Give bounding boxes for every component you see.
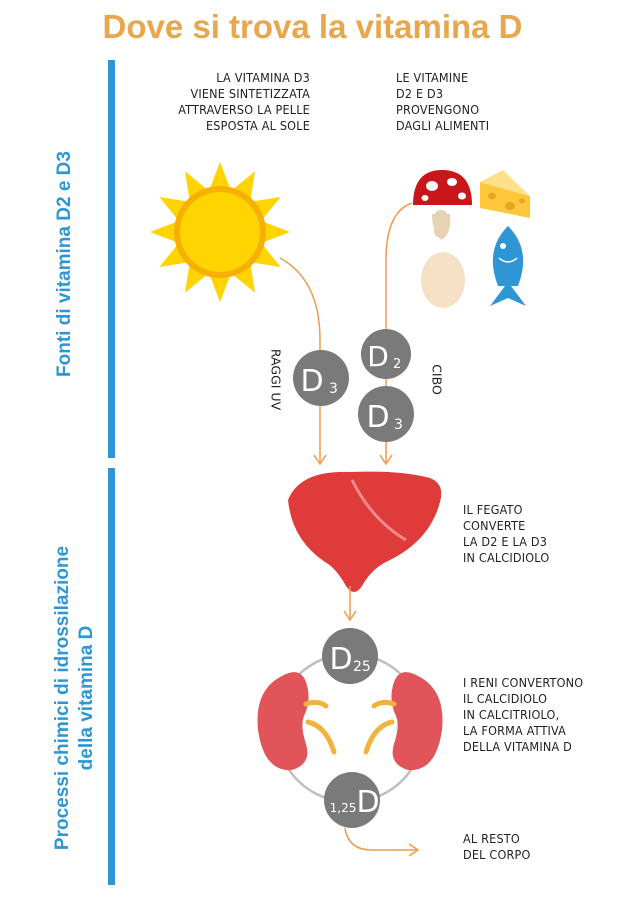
mushroom-icon [413, 170, 472, 240]
body-arrow [344, 827, 416, 851]
note-liver: IL FEGATO CONVERTE LA D2 E LA D3 IN CALC… [463, 502, 550, 565]
svg-text:25: 25 [353, 659, 371, 675]
label-food: CIBO [429, 364, 445, 395]
sun-icon [150, 162, 290, 302]
egg-icon [421, 252, 465, 308]
liver-icon [288, 471, 442, 592]
note-rest-of-body: AL RESTO DEL CORPO [463, 831, 531, 862]
sidebar-bar-sources [108, 60, 115, 458]
svg-text:D: D [366, 400, 389, 435]
note-food-sources: LE VITAMINE D2 E D3 PROVENGONO DAGLI ALI… [396, 70, 490, 133]
kidney-left-icon [257, 672, 309, 771]
svg-text:D: D [329, 642, 352, 677]
food-arrow [385, 202, 413, 462]
uv-arrow [279, 257, 321, 462]
svg-text:D: D [300, 364, 323, 399]
page-title: Dove si trova la vitamina D [102, 8, 523, 45]
ureter-right [363, 699, 397, 755]
kidney-right-icon [391, 672, 443, 771]
svg-text:3: 3 [329, 381, 338, 397]
label-uv-rays: RAGGI UV [268, 348, 284, 411]
molecule-d3-uv: D 3 [293, 350, 349, 406]
svg-text:D: D [367, 340, 389, 373]
note-kidney: I RENI CONVERTONO IL CALCIDIOLO IN CALCI… [463, 675, 584, 754]
cheese-icon [480, 170, 530, 218]
molecule-d3-food: D 3 [358, 386, 414, 442]
svg-text:D: D [356, 785, 379, 820]
molecule-d2-food: D 2 [361, 329, 411, 379]
svg-text:2: 2 [393, 357, 401, 372]
note-sun-synthesis: LA VITAMINA D3 VIENE SINTETIZZATA ATTRAV… [178, 70, 310, 133]
svg-text:1,25: 1,25 [330, 801, 357, 815]
svg-text:3: 3 [394, 417, 403, 433]
molecule-d125: 1,25 D [324, 772, 380, 828]
sidebar-bar-processes [108, 468, 115, 885]
ureter-left [303, 699, 337, 755]
molecule-d25: D 25 [322, 628, 378, 684]
fish-icon [490, 226, 526, 306]
